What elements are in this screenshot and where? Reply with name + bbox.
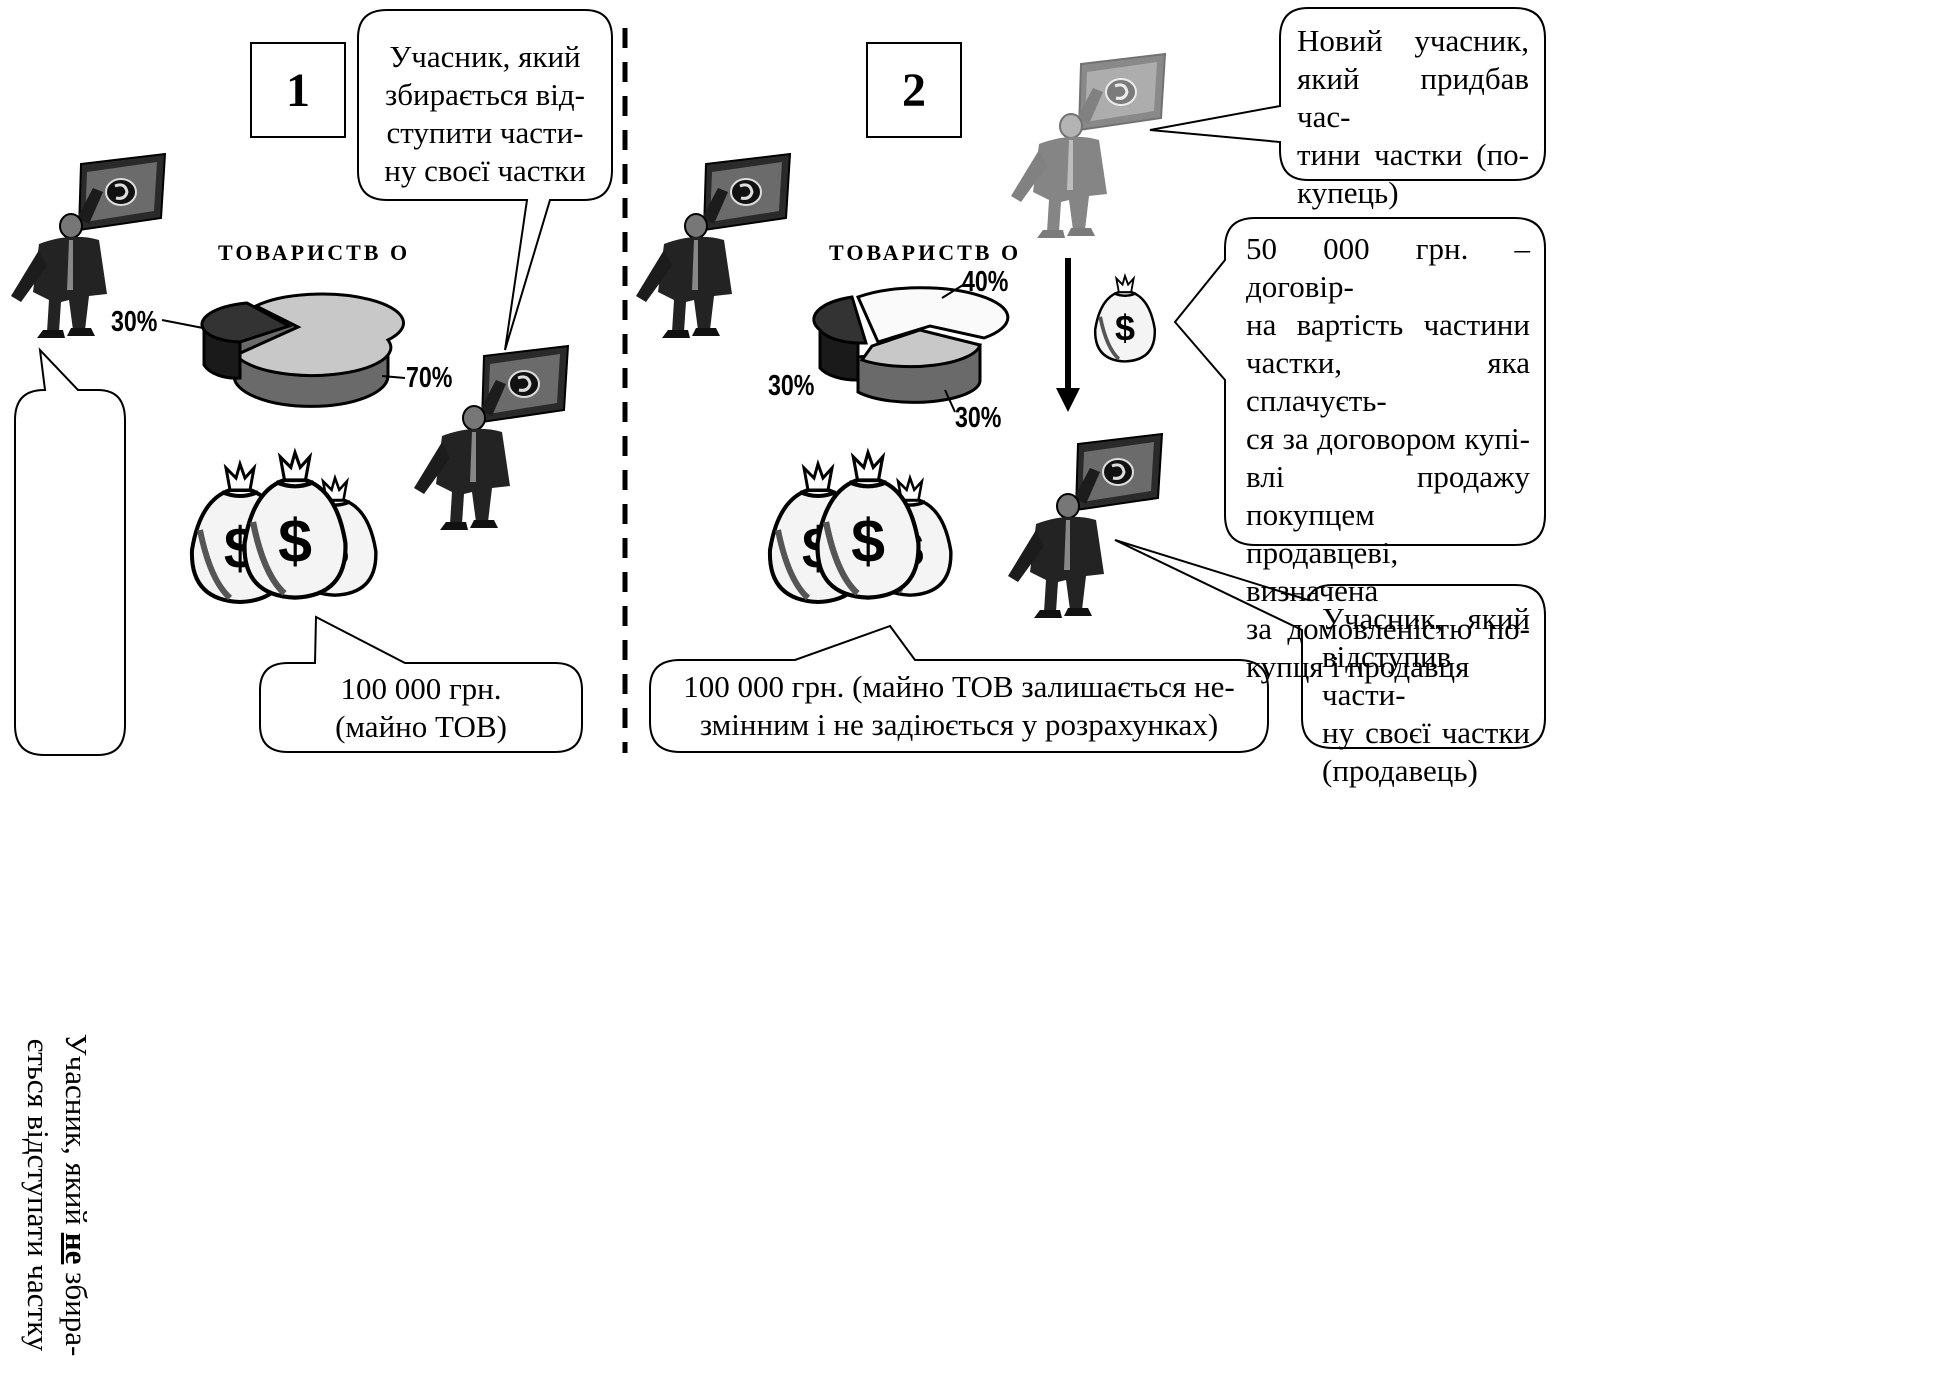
pie-slice-30 (200, 301, 293, 380)
down-arrow-icon (1056, 258, 1080, 412)
pie2-label-30-left: 30% (768, 370, 815, 402)
money-bags-icon (770, 453, 951, 602)
callout-assets-text-2: 100 000 грн. (майно ТОВ залишається не- … (683, 669, 1235, 742)
person-with-banknote-icon (634, 152, 792, 340)
panel-number-2: 2 (866, 42, 962, 138)
panel-number-1: 1 (250, 42, 346, 138)
callout-assets-text-1: 100 000 грн. (майно ТОВ) (335, 671, 507, 744)
callout-buyer-bubble (1149, 7, 1546, 181)
pie2-label-40: 40% (962, 266, 1009, 298)
person-with-banknote-icon (1006, 432, 1164, 620)
callout-seller2-bubble (1114, 539, 1546, 749)
callout-assets-bubble-1 (259, 615, 583, 753)
money-bags-icon (192, 453, 376, 602)
pie-slice-40 (855, 286, 1010, 344)
money-bag-icon (1093, 274, 1157, 364)
callout-nonseller-text: Учасник, який не збира-ється відступати … (21, 1033, 94, 1357)
callout-price-text: 50 000 грн. – договір- на вартість части… (1246, 231, 1530, 684)
company-label-1: ТОВАРИСТВ О (218, 240, 411, 265)
pie2-label-30-right: 30% (955, 402, 1002, 434)
callout-buyer-text: Новий учасник, який придбав час- тини ча… (1297, 23, 1529, 210)
callout-price-bubble (1173, 217, 1546, 546)
callout-nonseller-bubble (14, 347, 126, 756)
pie-slice-30-left (812, 295, 869, 382)
pie1-label-70: 70% (406, 362, 453, 394)
callout-seller-bubble (357, 9, 613, 351)
callout-seller2-text: Учасник, який відступив части- ну своєї … (1322, 601, 1530, 788)
pie-chart-2 (812, 284, 1010, 413)
callout-seller-text: Учасник, який збирається від- ступити ча… (384, 39, 586, 188)
company-label-2: ТОВАРИСТВ О (829, 240, 1022, 265)
pie-slice-70 (232, 292, 406, 408)
pie-slice-30-right (856, 328, 982, 404)
pie1-label-30: 30% (111, 306, 158, 338)
person-with-banknote-icon (1009, 52, 1167, 240)
callout-assets-bubble-2 (649, 624, 1269, 753)
pie-chart-1 (161, 292, 406, 408)
